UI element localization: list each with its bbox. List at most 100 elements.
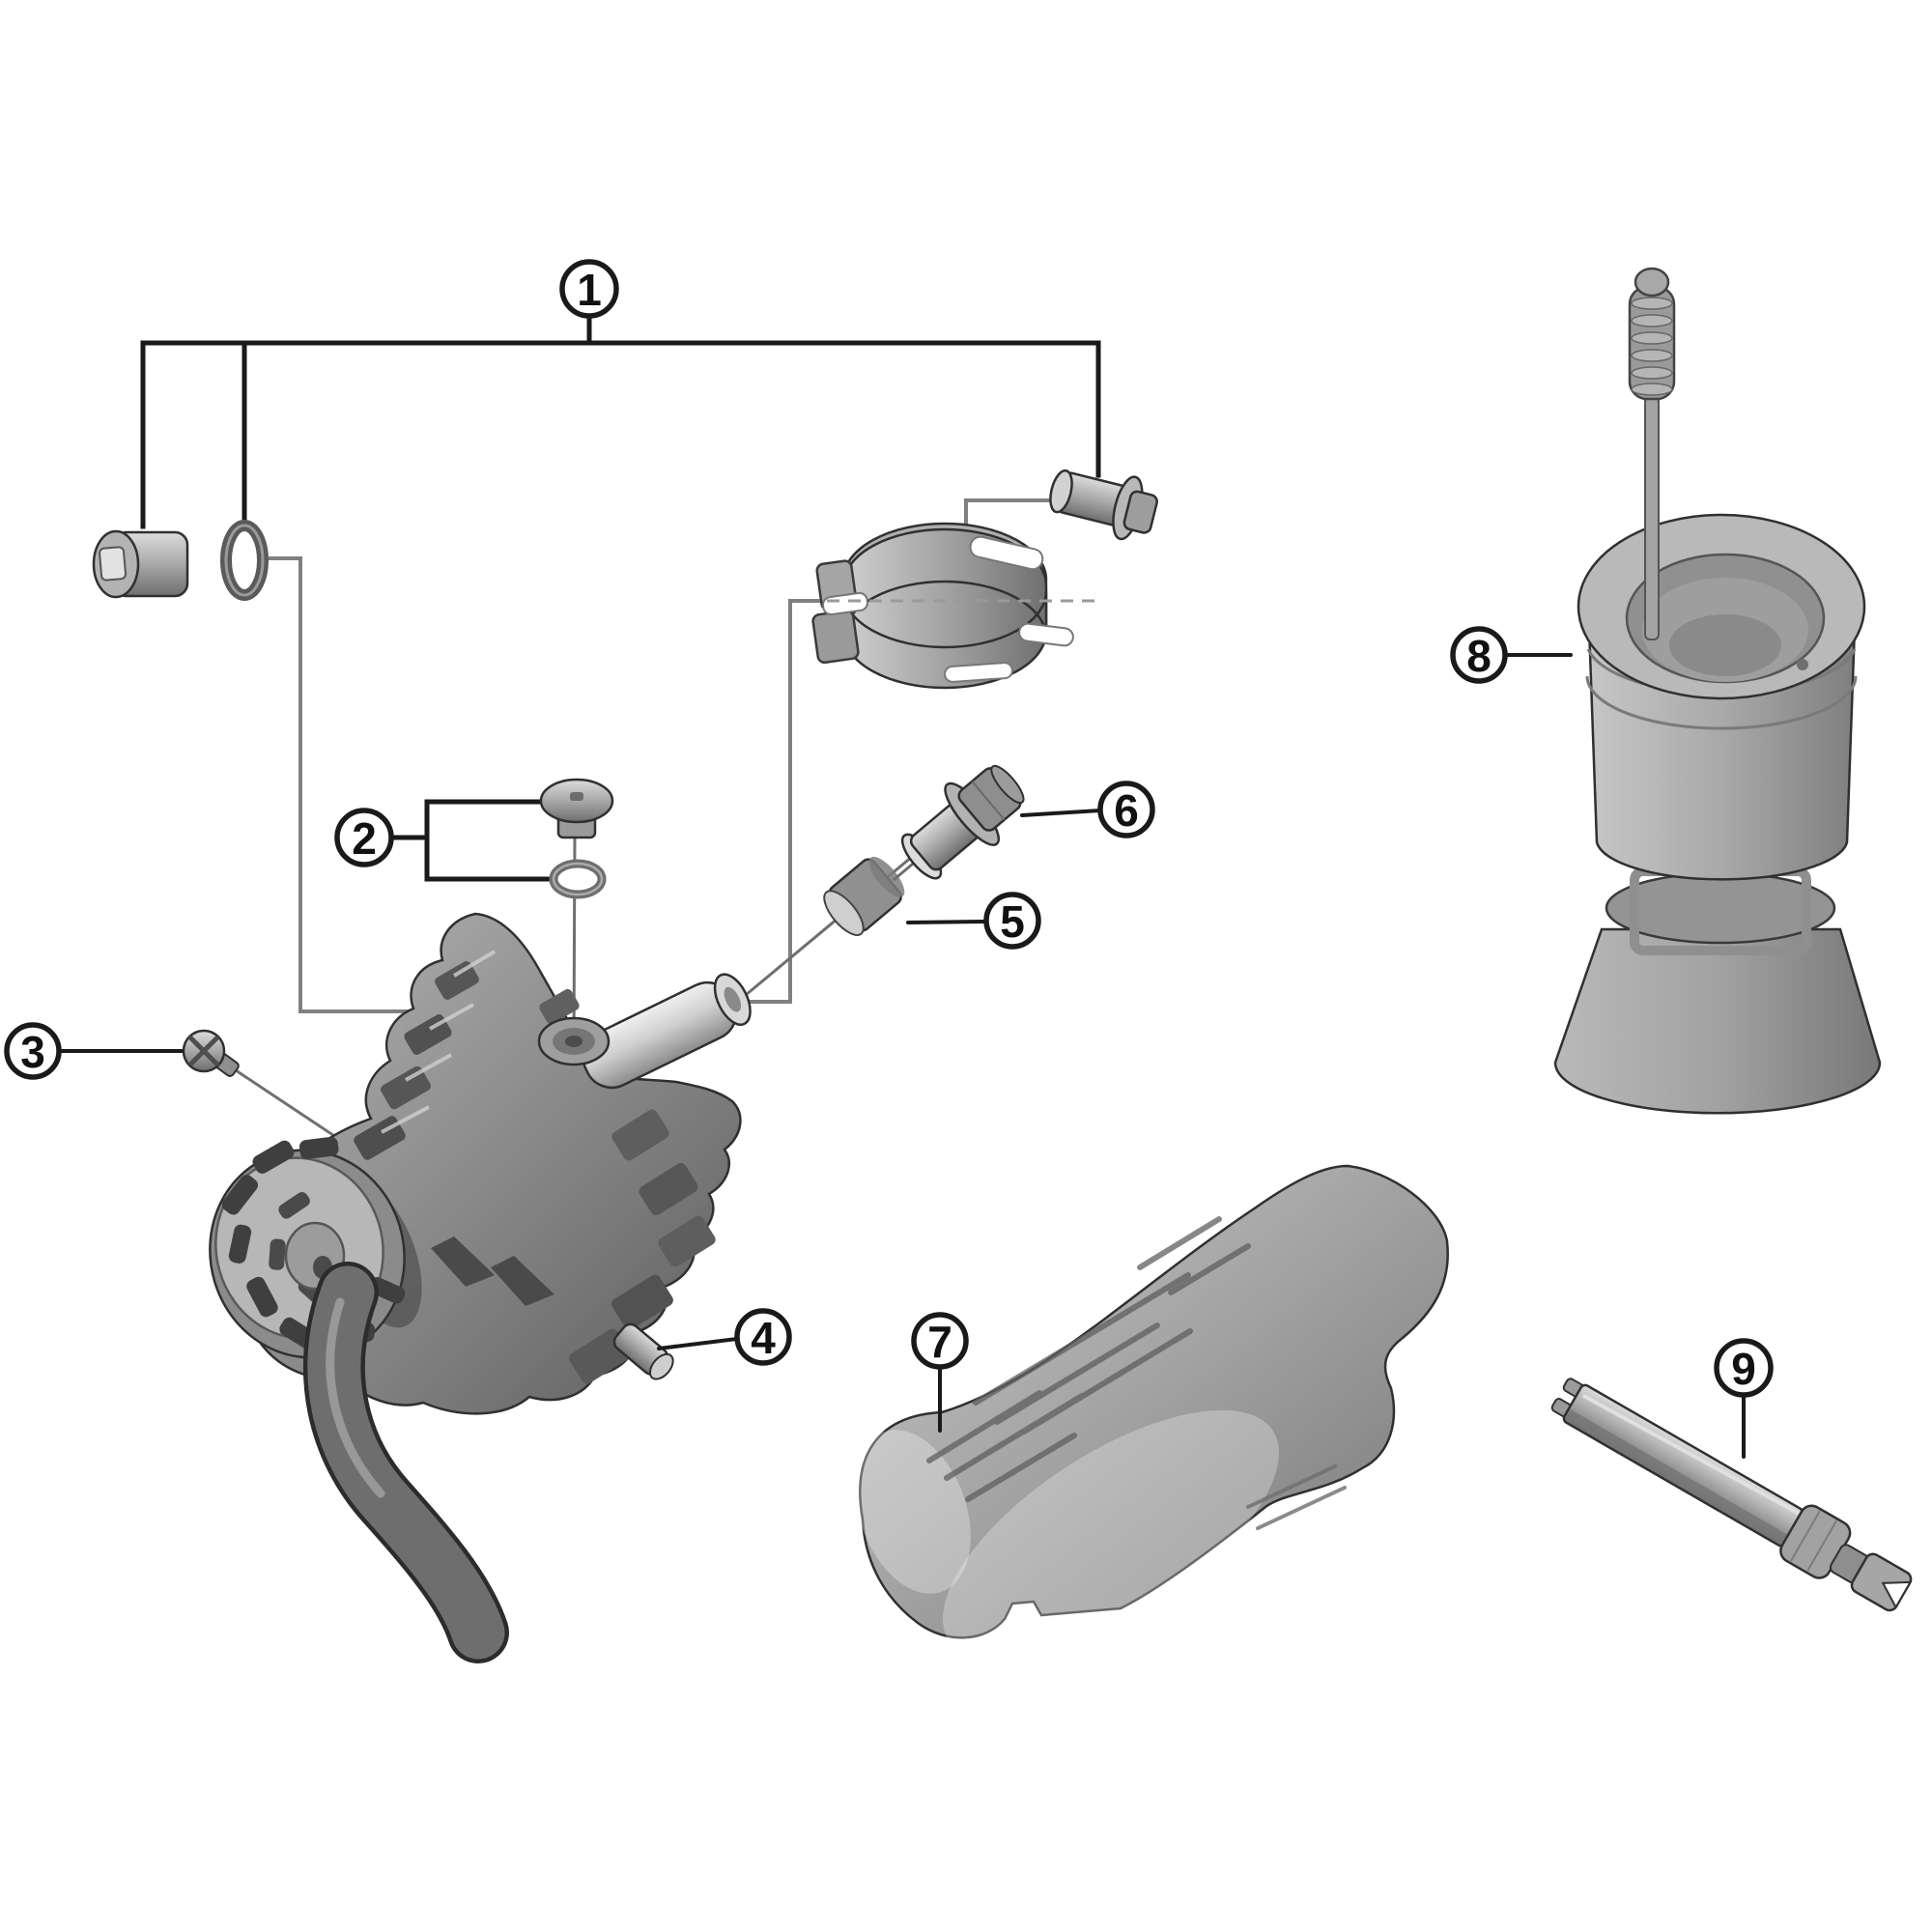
- grip-ridge: [1631, 314, 1673, 327]
- bracket-line: [140, 340, 1101, 529]
- callout-6: 6: [1097, 781, 1155, 838]
- hex-facet: [971, 781, 1006, 821]
- hatch-line: [973, 1272, 1191, 1406]
- callout-number: 1: [577, 265, 602, 315]
- blade-highlight: [326, 1297, 385, 1498]
- connecting-bolt: [892, 764, 1025, 882]
- drum-slot: [269, 1238, 286, 1270]
- hatch-line: [944, 1393, 1085, 1481]
- bracket-line: [424, 799, 552, 882]
- bleed-screw: [539, 778, 614, 839]
- callout-2: 2: [334, 808, 394, 867]
- hood-cover: [855, 1164, 1449, 1662]
- texture-block: [381, 1065, 431, 1110]
- drum-slot: [278, 1191, 310, 1219]
- o-ring-highlight: [552, 862, 604, 896]
- collar-ridge: [1806, 1520, 1838, 1572]
- o-ring-highlight: [224, 524, 265, 597]
- connector-insert: [823, 856, 905, 936]
- master-cylinder: [582, 973, 752, 1090]
- collar-ridge: [1789, 1510, 1821, 1562]
- callout-number: 9: [1731, 1344, 1756, 1394]
- drum-slot: [228, 1224, 252, 1264]
- texture-rib: [611, 1274, 673, 1330]
- texture-block: [435, 961, 479, 1000]
- callout-7: 7: [911, 1312, 969, 1370]
- texture-block: [539, 988, 580, 1025]
- callout-4: 4: [734, 1308, 792, 1366]
- texture-ridge: [381, 1105, 430, 1134]
- clamp-screw: [1049, 469, 1158, 541]
- callout-number: 7: [927, 1317, 952, 1367]
- callout-number: 6: [1114, 785, 1139, 836]
- bleed-port: [537, 1016, 611, 1066]
- drum-slot: [298, 1136, 339, 1159]
- callout-number: 3: [20, 1027, 45, 1077]
- callout-circle: [559, 259, 619, 319]
- funnel-inner-bottom: [1669, 614, 1781, 676]
- callout-circle: [983, 892, 1041, 950]
- clamp-band: [811, 522, 1096, 690]
- bleed-funnel: [1553, 267, 1882, 1115]
- plate-screw: [182, 1029, 240, 1077]
- plunger-knob: [1634, 267, 1670, 298]
- tip-notch: [1881, 1580, 1913, 1609]
- callout-3: 3: [4, 1022, 62, 1080]
- bleed-screw-slot: [570, 792, 583, 801]
- hood-nose-highlight: [855, 1430, 971, 1594]
- bolt-head-end: [990, 764, 1025, 805]
- drum-slot: [221, 1175, 259, 1215]
- callout-1: 1: [559, 259, 619, 319]
- drum-slot: [368, 1277, 406, 1304]
- callout-circle: [911, 1312, 969, 1370]
- leader-6: [1020, 809, 1102, 817]
- texture-rib: [639, 1163, 698, 1215]
- tool-bar-shadow: [1565, 1409, 1788, 1545]
- brake-lever-blade: [302, 1262, 509, 1663]
- hex-socket: [99, 546, 128, 582]
- insert-rear: [868, 856, 905, 897]
- insert-face: [823, 890, 865, 936]
- hood-highlight: [942, 1409, 1280, 1662]
- funnel-cone-base: [1553, 927, 1882, 1115]
- callout-number: 8: [1466, 631, 1492, 681]
- band-lug-slot: [822, 591, 868, 616]
- cylinder-port: [724, 986, 742, 1012]
- grip-ridge: [1631, 297, 1673, 310]
- callout-circle: [334, 808, 394, 867]
- callout-9: 9: [1714, 1338, 1774, 1398]
- tool-bar-facet: [1581, 1393, 1800, 1516]
- rib-line: [1246, 1464, 1337, 1509]
- band-slot: [969, 535, 1044, 571]
- texture-ridge: [405, 1053, 452, 1082]
- washer-o-ring: [220, 520, 269, 601]
- texture-rib: [611, 1109, 669, 1161]
- callout-circle: [734, 1308, 792, 1366]
- hood-rib-lines: [1246, 1464, 1347, 1530]
- hood-hatch-lines: [926, 1216, 1251, 1502]
- callout-5: 5: [983, 892, 1041, 950]
- hatch-line: [1137, 1216, 1222, 1270]
- bleed-o-ring: [549, 859, 607, 899]
- callout-8: 8: [1450, 626, 1508, 684]
- drum-slot: [252, 1140, 295, 1174]
- callout-circle: [1097, 781, 1155, 838]
- callout-circle: [1714, 1338, 1774, 1398]
- hatch-line: [965, 1433, 1077, 1502]
- funnel-vent-hole: [1797, 659, 1808, 670]
- callout-number: 2: [352, 813, 377, 864]
- port-hole: [565, 1036, 582, 1047]
- texture-ridge: [452, 950, 497, 978]
- hatch-line: [1168, 1243, 1251, 1295]
- lever-body-assembly: [209, 912, 752, 1663]
- callout-circle: [1450, 626, 1508, 684]
- fixing-bolt: [92, 529, 189, 599]
- band-lug-lower: [811, 609, 860, 665]
- screw-head: [1122, 490, 1158, 534]
- hood-body: [859, 1164, 1449, 1639]
- hatch-line: [926, 1390, 1042, 1463]
- texture-wedge: [491, 1256, 554, 1306]
- funnel-neck: [1605, 871, 1836, 945]
- band-slot: [944, 662, 1013, 683]
